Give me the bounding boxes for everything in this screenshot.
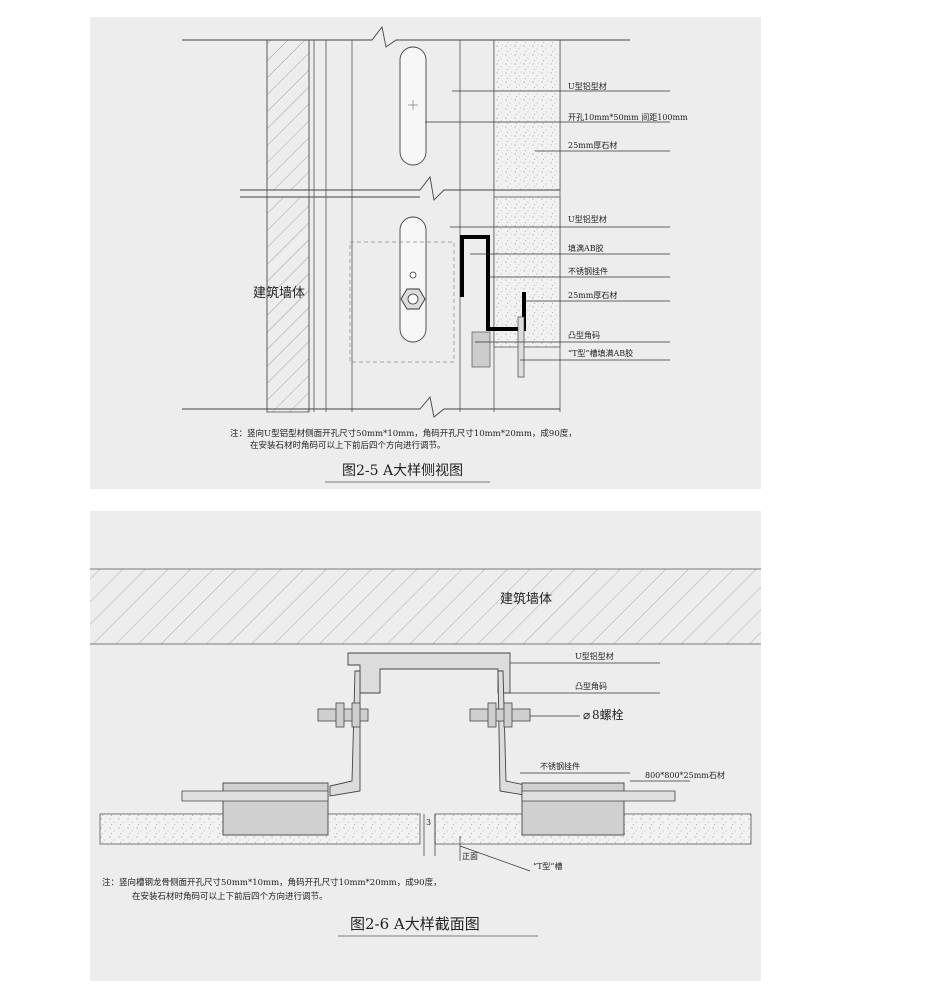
label-u-profile-1: U型铝型材 xyxy=(568,81,607,91)
bolt-left xyxy=(317,702,369,728)
hanger-left xyxy=(181,790,329,802)
label-stone-2: 25mm厚石材 xyxy=(568,290,617,300)
note-line-1: 注：竖向槽钢龙骨侧面开孔尺寸50mm*10mm，角码开孔尺寸10mm*20mm，… xyxy=(102,877,442,888)
note-line-2: 在安装石材时角码可以上下前后四个方向进行调节。 xyxy=(132,891,328,902)
t-slot-insert xyxy=(517,316,525,378)
label-ss-hanger: 不锈钢挂件 xyxy=(568,266,608,276)
wall-band xyxy=(90,569,761,644)
label-ab-glue: 填满AB胶 xyxy=(568,243,604,253)
slot-lower xyxy=(399,216,427,343)
note-line-2: 在安装石材时角码可以上下前后四个方向进行调节。 xyxy=(250,440,446,451)
side-view-drawing: U型铝型材 开孔10mm*50mm 间距100mm 25mm厚石材 U型铝型材 … xyxy=(182,25,688,483)
label-convex-angle: 凸型角码 xyxy=(575,681,607,691)
label-bolt: 8螺栓 xyxy=(592,707,624,722)
angle-bracket-left xyxy=(329,670,361,797)
side-view-figure: U型铝型材 开孔10mm*50mm 间距100mm 25mm厚石材 U型铝型材 … xyxy=(90,17,761,489)
figure-caption: 图2-6 A大样截面图 xyxy=(350,915,480,933)
bolt-diameter-symbol: ⌀ xyxy=(583,708,590,722)
label-convex-angle: 凸型角码 xyxy=(568,330,600,340)
wall-label: 建筑墙体 xyxy=(500,591,552,607)
section-view-drawing: 建筑墙体 U型铝型材 凸型角码 ⌀ 8螺栓 不锈钢挂件 800*800 xyxy=(90,568,761,937)
angle-bracket-right xyxy=(497,670,531,797)
stone-column-upper xyxy=(493,39,561,191)
wall-label: 建筑墙体 xyxy=(253,285,305,301)
label-t-slot: “T型”槽 xyxy=(533,861,563,871)
label-stone-1: 25mm厚石材 xyxy=(568,140,617,150)
note-line-1: 注：竖向U型铝型材侧面开孔尺寸50mm*10mm，角码开孔尺寸10mm*20mm… xyxy=(230,428,577,439)
bolt-right xyxy=(469,702,531,728)
label-t-slot-glue: “T型”槽填满AB胶 xyxy=(568,348,633,358)
label-u-profile: U型铝型材 xyxy=(575,651,614,661)
label-gap: 3 xyxy=(426,818,431,827)
glue-strip xyxy=(471,331,491,368)
label-front: 正面 xyxy=(462,852,478,861)
stone-column-lower xyxy=(493,196,561,348)
section-view-figure: 建筑墙体 U型铝型材 凸型角码 ⌀ 8螺栓 不锈钢挂件 800*800 xyxy=(90,511,761,981)
angle-bracket-dashed xyxy=(349,241,455,363)
wall-hatch-lower xyxy=(266,196,310,413)
label-stone: 800*800*25mm石材 xyxy=(645,770,725,780)
label-hole-spec: 开孔10mm*50mm 间距100mm xyxy=(568,113,688,122)
label-u-profile-2: U型铝型材 xyxy=(568,214,607,224)
hanger-right xyxy=(521,790,676,802)
label-ss-hanger: 不锈钢挂件 xyxy=(540,761,580,771)
wall-hatch-upper xyxy=(266,39,310,191)
figure-caption: 图2-5 A大样侧视图 xyxy=(342,463,463,479)
u-profile xyxy=(347,652,511,694)
